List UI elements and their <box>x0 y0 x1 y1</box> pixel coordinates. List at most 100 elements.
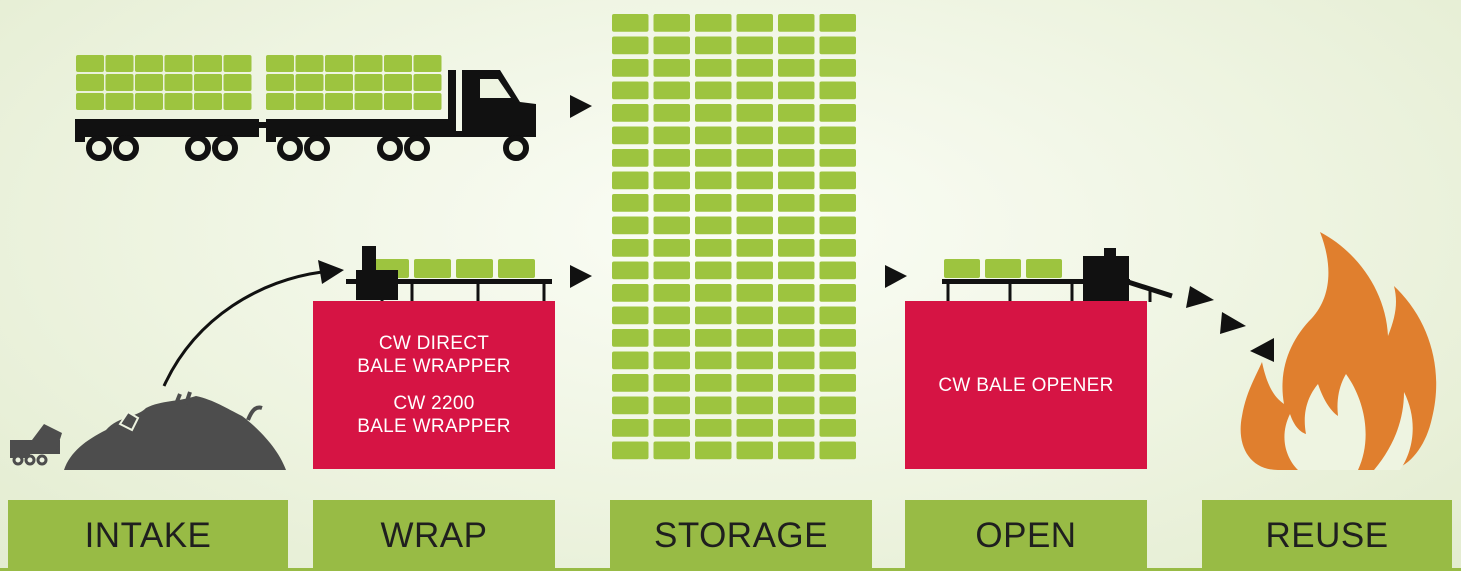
bale <box>736 419 773 437</box>
bale <box>736 329 773 347</box>
bale <box>612 374 649 392</box>
bale <box>653 149 690 167</box>
bale <box>105 74 134 91</box>
bale <box>819 396 856 415</box>
bale <box>164 55 193 72</box>
triangle-arrow-icon <box>570 95 592 118</box>
bale <box>819 306 856 325</box>
triangle-arrow-icon <box>1220 312 1246 334</box>
wheel <box>304 135 330 161</box>
opener-top <box>1104 248 1116 260</box>
bale <box>612 441 649 460</box>
bale <box>135 55 163 72</box>
bale <box>354 93 383 110</box>
bale <box>653 216 690 235</box>
bale <box>819 441 856 460</box>
open-machine-box: CW BALE OPENER <box>905 301 1147 469</box>
wrap-box-line-1: CW DIRECT <box>378 333 490 354</box>
trailer-bed <box>266 119 456 131</box>
bale <box>653 306 690 325</box>
stage-reuse: REUSE <box>1202 500 1452 571</box>
bale <box>413 93 442 110</box>
stage-labels: INTAKE WRAP STORAGE OPEN REUSE <box>0 500 1461 571</box>
bale <box>695 126 732 145</box>
bale <box>819 261 856 280</box>
bale <box>778 171 815 190</box>
bale <box>653 239 690 257</box>
bale <box>778 36 815 55</box>
bale <box>819 36 856 55</box>
wheel <box>404 135 430 161</box>
bale <box>105 55 134 72</box>
bale <box>76 55 104 72</box>
bale <box>778 261 815 280</box>
wrap-box-line-4: BALE WRAPPER <box>357 416 511 437</box>
bale <box>695 14 732 32</box>
bale <box>653 441 690 460</box>
bale <box>985 259 1021 278</box>
storage-bale-stack <box>612 14 856 460</box>
bale <box>653 374 690 392</box>
bale <box>612 284 649 302</box>
bale <box>354 55 383 72</box>
bale <box>819 149 856 167</box>
bale <box>736 239 773 257</box>
wheel <box>113 135 139 161</box>
opener-body <box>1083 256 1129 302</box>
bale <box>653 81 690 100</box>
bale <box>612 194 649 212</box>
bale <box>736 104 773 122</box>
bale <box>695 329 732 347</box>
bale <box>695 306 732 325</box>
bale <box>819 284 856 302</box>
triangle-arrow-icon <box>318 260 344 284</box>
bale <box>384 55 412 72</box>
bale <box>778 216 815 235</box>
wheel <box>185 135 211 161</box>
bale <box>612 126 649 145</box>
bale <box>384 93 412 110</box>
bale <box>736 374 773 392</box>
diagram-artwork <box>10 14 1437 470</box>
flame-inner <box>1374 392 1413 470</box>
cab-window <box>480 79 511 98</box>
bale <box>653 194 690 212</box>
bale <box>612 306 649 325</box>
bale <box>384 74 412 91</box>
bale <box>778 329 815 347</box>
bale <box>819 59 856 77</box>
bale <box>413 74 442 91</box>
garbage-truck-icon <box>10 424 62 466</box>
bale <box>778 441 815 460</box>
bale <box>266 93 294 110</box>
bale <box>695 216 732 235</box>
bale <box>194 93 222 110</box>
bale <box>612 14 649 32</box>
waste-pile-icon <box>64 396 286 470</box>
bale <box>612 419 649 437</box>
stage-intake: INTAKE <box>8 500 288 571</box>
bale <box>695 194 732 212</box>
bale <box>778 306 815 325</box>
open-box-line-1: CW BALE OPENER <box>938 374 1114 396</box>
bale <box>653 396 690 415</box>
bale <box>295 93 324 110</box>
garbage-truck-cab <box>10 446 30 458</box>
bale <box>778 239 815 257</box>
wheel <box>86 135 112 161</box>
bale <box>736 194 773 212</box>
bale <box>736 306 773 325</box>
bale <box>266 74 294 91</box>
bale <box>736 216 773 235</box>
bale-wrapper-machine-icon <box>346 246 552 302</box>
truck-bales <box>76 55 442 110</box>
stage-storage: STORAGE <box>610 500 872 571</box>
bale <box>653 261 690 280</box>
stage-open: OPEN <box>905 500 1147 571</box>
bale <box>76 93 104 110</box>
bale <box>695 59 732 77</box>
bale <box>736 396 773 415</box>
bale <box>736 284 773 302</box>
headboard <box>448 70 456 120</box>
